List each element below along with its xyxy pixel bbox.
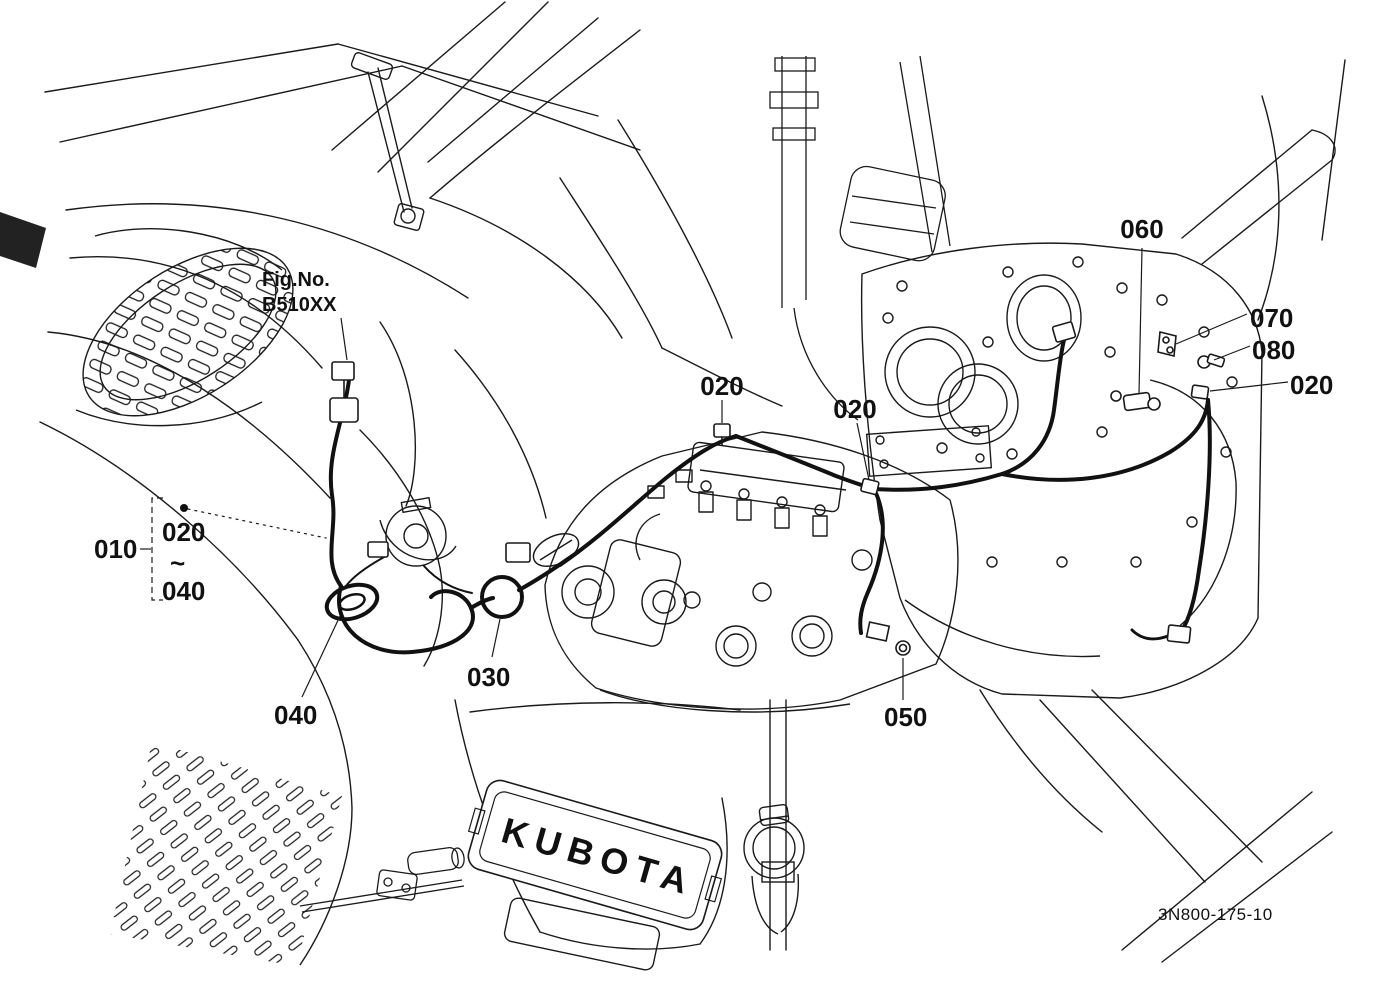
machine-outline: [0, 1, 783, 809]
hinge-and-rod: [299, 847, 465, 913]
callout-label-060: 060: [1120, 214, 1163, 244]
callout-label-040: 040: [274, 700, 317, 730]
callout-label-010: 010: [94, 534, 137, 564]
drawing-number: 3N800-175-10: [1158, 905, 1273, 924]
fig-reference-line1: Fig.No.: [262, 269, 330, 291]
clamp-020-center: [713, 423, 731, 438]
bracket-070: [1157, 330, 1177, 358]
fuel-cap: [743, 803, 805, 935]
side-grille: [110, 742, 353, 966]
bolt-080: [1197, 353, 1226, 369]
harness-connectors: [329, 321, 1226, 656]
fig-reference-line2: B510XX: [262, 294, 337, 316]
range-label-020: 020: [162, 517, 205, 547]
harness-grommet-030: [480, 575, 524, 619]
callout-label-070: 070: [1250, 303, 1293, 333]
wiper-arm: [350, 52, 425, 232]
hood-intake-grille: [75, 228, 294, 427]
callout-label-050: 050: [884, 702, 927, 732]
harness-boot-040: [324, 582, 380, 622]
transmission-housing: [860, 242, 1263, 699]
range-tilde: ~: [170, 548, 185, 578]
fitting-060: [1110, 390, 1161, 412]
dotted-leader-010: [187, 508, 327, 539]
bottom-right-frame: [979, 689, 1333, 963]
clamp-020-mid: [860, 477, 880, 496]
callout-label-030: 030: [467, 662, 510, 692]
wiring-harness: [324, 338, 1212, 655]
callout-label-020-mid: 020: [833, 394, 876, 424]
kubota-badge: KUBOTA: [467, 779, 723, 931]
leader-lines: [140, 247, 1289, 700]
range-label-040: 040: [162, 576, 205, 606]
callout-label-020-right: 020: [1290, 370, 1333, 400]
bolt-holes: [882, 256, 1238, 568]
exhaust-posts: [769, 55, 951, 421]
callout-label-080: 080: [1252, 335, 1295, 365]
connector-b510xx: [331, 361, 355, 381]
callout-label-020-center: 020: [700, 371, 743, 401]
group-bracket-010: [151, 497, 163, 601]
clamp-020-right: [1190, 384, 1210, 400]
right-pillar: [1181, 59, 1346, 321]
bolt-050: [865, 621, 911, 656]
